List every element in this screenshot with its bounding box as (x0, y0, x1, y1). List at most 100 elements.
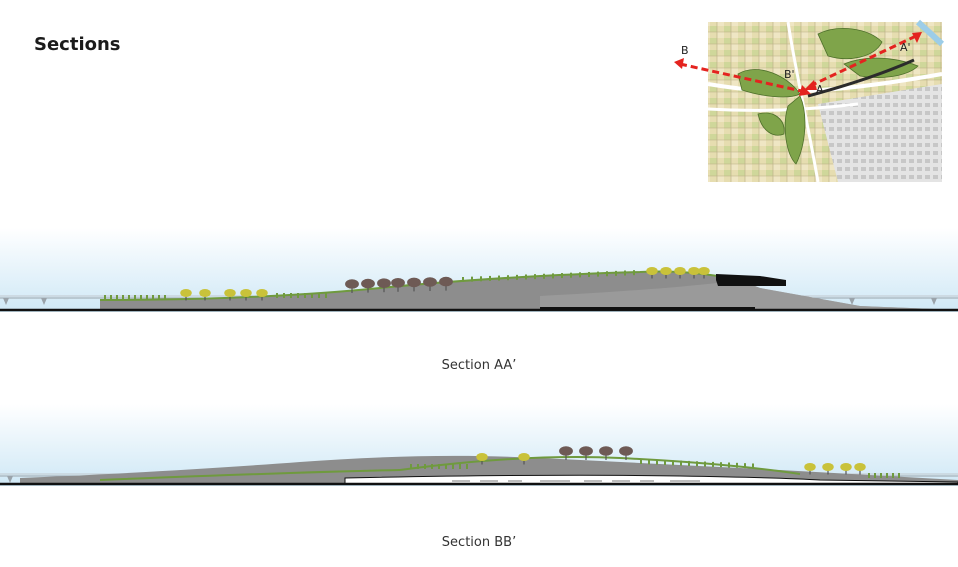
shrub (886, 473, 888, 478)
section-aa-drawing (0, 228, 958, 318)
shrub (452, 464, 454, 469)
shrub (728, 462, 730, 468)
shrub (480, 276, 482, 282)
tree-yellow (840, 463, 852, 475)
tree-yellow (240, 289, 252, 301)
shrub (424, 464, 426, 469)
tree-brown (439, 276, 453, 291)
shrub (720, 462, 722, 468)
shrub (688, 460, 690, 466)
shrub (664, 459, 666, 465)
shrub (146, 295, 148, 300)
tree-yellow (199, 289, 211, 301)
shrub (311, 293, 313, 298)
shrub (471, 276, 473, 282)
shrub (140, 295, 142, 300)
trees (104, 267, 710, 301)
shrub (656, 459, 658, 465)
pier (849, 298, 855, 305)
tree-brown (361, 278, 375, 293)
shrub (462, 277, 464, 282)
tree-yellow (688, 267, 700, 279)
shrub (561, 273, 563, 279)
shrub (104, 295, 106, 300)
tree-yellow (698, 267, 710, 279)
shrub (122, 295, 124, 300)
shrub (868, 473, 870, 478)
tree-brown (579, 446, 593, 460)
shrub (525, 274, 527, 280)
page-title: Sections (34, 34, 121, 55)
shrub (579, 272, 581, 278)
tree-yellow (476, 453, 488, 465)
shrub (736, 462, 738, 468)
tree-brown (423, 277, 437, 291)
pier (41, 298, 47, 305)
shrub (898, 473, 900, 478)
shrub (588, 271, 590, 277)
shrub (304, 293, 306, 298)
shrub (874, 473, 876, 478)
tree-yellow (854, 463, 866, 475)
shrub (624, 270, 626, 276)
shrub (410, 464, 412, 469)
shrub (543, 273, 545, 279)
shrub (597, 271, 599, 277)
pier (931, 298, 937, 305)
shrub (110, 295, 112, 300)
shrub (516, 274, 518, 280)
shrub (158, 295, 160, 300)
section-bb-caption: Section BB’ (441, 535, 517, 550)
map-label-a-prime: A' (900, 41, 911, 54)
shrub (744, 463, 746, 469)
shrub (152, 295, 154, 300)
shrub (498, 275, 500, 281)
section-aa-caption: Section AA’ (441, 358, 517, 373)
shrub (704, 461, 706, 467)
shrub (680, 460, 682, 466)
pier (7, 476, 13, 483)
section-bb-drawing (0, 404, 958, 494)
map-section-line-bb (674, 58, 811, 96)
shrub (633, 270, 635, 276)
tree-brown (599, 446, 613, 460)
map-city (818, 84, 942, 182)
tree-brown (407, 277, 421, 292)
map-label-b-prime: B' (784, 68, 795, 81)
shrub (466, 464, 468, 469)
tree-yellow (180, 289, 192, 301)
key-map: B B' A A' (668, 14, 958, 188)
shrub (325, 293, 327, 298)
tree-yellow (660, 267, 672, 279)
shrub (438, 464, 440, 469)
shrub (507, 275, 509, 281)
shrub (290, 293, 292, 298)
shrub (164, 295, 166, 300)
shrub (752, 463, 754, 469)
tree-yellow (674, 267, 686, 279)
tree-brown (377, 278, 391, 293)
shrub (318, 293, 320, 298)
map-label-b: B (681, 44, 689, 57)
shrub (445, 464, 447, 469)
trees (410, 446, 900, 478)
tree-yellow (224, 289, 236, 301)
shrub (615, 270, 617, 276)
shrub (648, 459, 650, 465)
tree-yellow (256, 289, 268, 301)
tree-brown (619, 446, 633, 460)
shrub (892, 473, 894, 478)
map-park (737, 28, 919, 165)
shrub (283, 293, 285, 298)
shrub (712, 461, 714, 467)
shrub (672, 460, 674, 466)
map-label-a: A (816, 83, 824, 96)
shrub (459, 464, 461, 469)
pier (3, 298, 9, 305)
shrub (570, 272, 572, 278)
shrub (297, 293, 299, 298)
tree-yellow (518, 453, 530, 465)
shrub (534, 274, 536, 280)
tree-brown (345, 279, 359, 293)
tree-yellow (822, 463, 834, 475)
